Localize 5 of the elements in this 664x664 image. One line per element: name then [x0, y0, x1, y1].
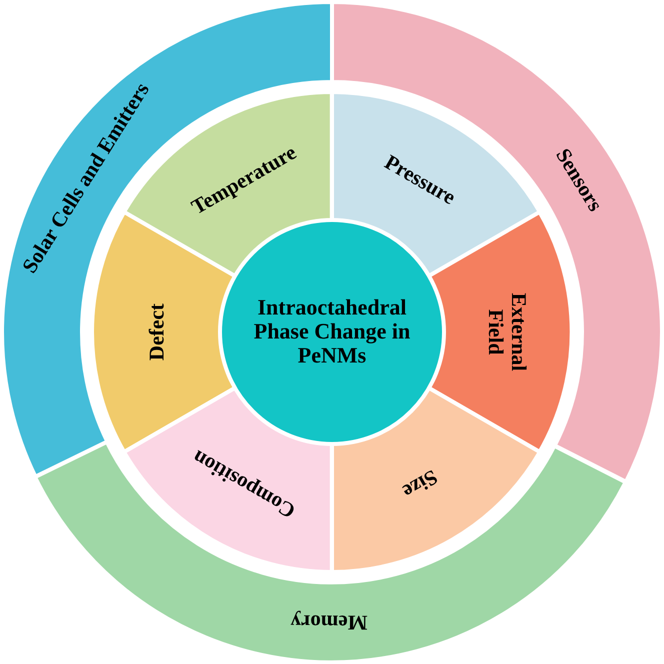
segment-label: Memory	[290, 610, 370, 634]
segment-label: Size	[397, 464, 442, 506]
center-title: Intraoctahedral Phase Change in PeNMs	[252, 296, 412, 368]
segment-label: Defect	[145, 302, 169, 363]
segment-label: External Field	[484, 292, 530, 374]
